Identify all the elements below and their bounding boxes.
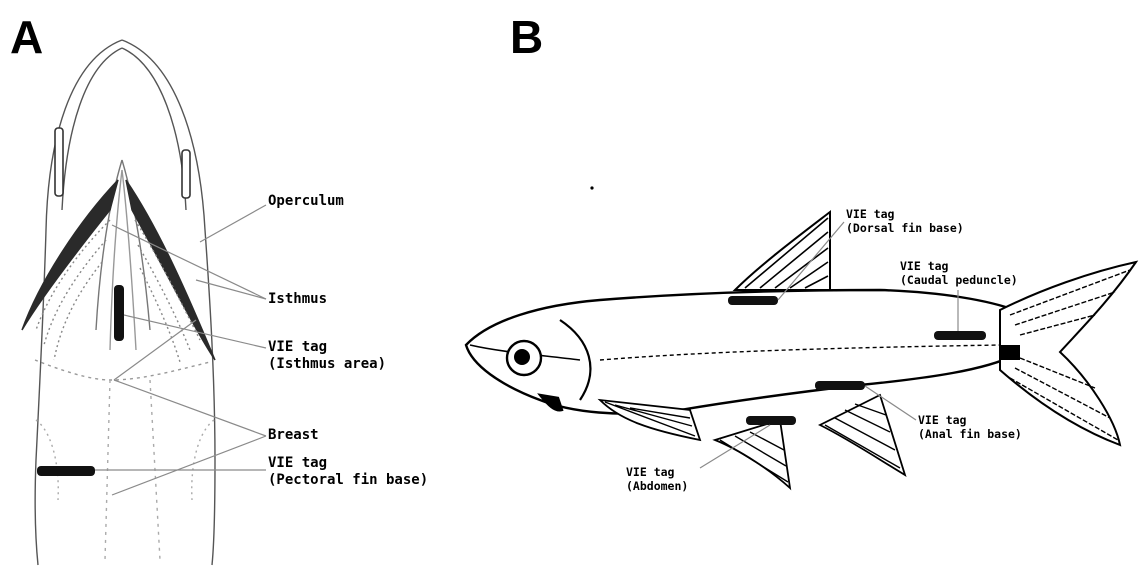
label-vie-abdomen-line2: (Abdomen) (626, 480, 688, 494)
label-vie-anal: VIE tag (Anal fin base) (918, 414, 1022, 442)
label-vie-dorsal-line1: VIE tag (846, 208, 964, 222)
label-operculum: Operculum (268, 193, 344, 210)
label-vie-abdomen-line1: VIE tag (626, 466, 688, 480)
stray-dot (590, 186, 593, 189)
label-vie-caudal-line1: VIE tag (900, 260, 1018, 274)
vie-tag-anal-mark (815, 381, 865, 390)
vie-tag-isthmus-mark (114, 285, 124, 341)
label-vie-dorsal: VIE tag (Dorsal fin base) (846, 208, 964, 236)
vie-tag-caudal-mark (934, 331, 986, 340)
fish-pupil (514, 349, 530, 365)
label-vie-abdomen: VIE tag (Abdomen) (626, 466, 688, 494)
label-breast: Breast (268, 427, 319, 444)
vie-tag-pectoral-mark (37, 466, 95, 476)
label-vie-caudal: VIE tag (Caudal peduncle) (900, 260, 1018, 288)
label-vie-pectoral: VIE tag (Pectoral fin base) (268, 455, 428, 489)
fish-lateral-drawing (466, 212, 1136, 488)
label-vie-caudal-line2: (Caudal peduncle) (900, 274, 1018, 288)
label-vie-dorsal-line2: (Dorsal fin base) (846, 222, 964, 236)
label-vie-pectoral-line2: (Pectoral fin base) (268, 472, 428, 489)
label-vie-anal-line2: (Anal fin base) (918, 428, 1022, 442)
dorsal-fin (735, 212, 830, 290)
head-outline (35, 40, 122, 565)
label-vie-anal-line1: VIE tag (918, 414, 1022, 428)
label-vie-pectoral-line1: VIE tag (268, 455, 428, 472)
gill-membrane-left (22, 180, 118, 330)
label-vie-isthmus-line2: (Isthmus area) (268, 356, 386, 373)
anal-fin (715, 420, 790, 488)
label-isthmus: Isthmus (268, 291, 327, 308)
leader-lines-a (95, 205, 266, 495)
label-vie-isthmus: VIE tag (Isthmus area) (268, 339, 386, 373)
label-vie-isthmus-line1: VIE tag (268, 339, 386, 356)
vie-tag-abdomen-mark (746, 416, 796, 425)
vie-tag-dorsal-mark (728, 296, 778, 305)
